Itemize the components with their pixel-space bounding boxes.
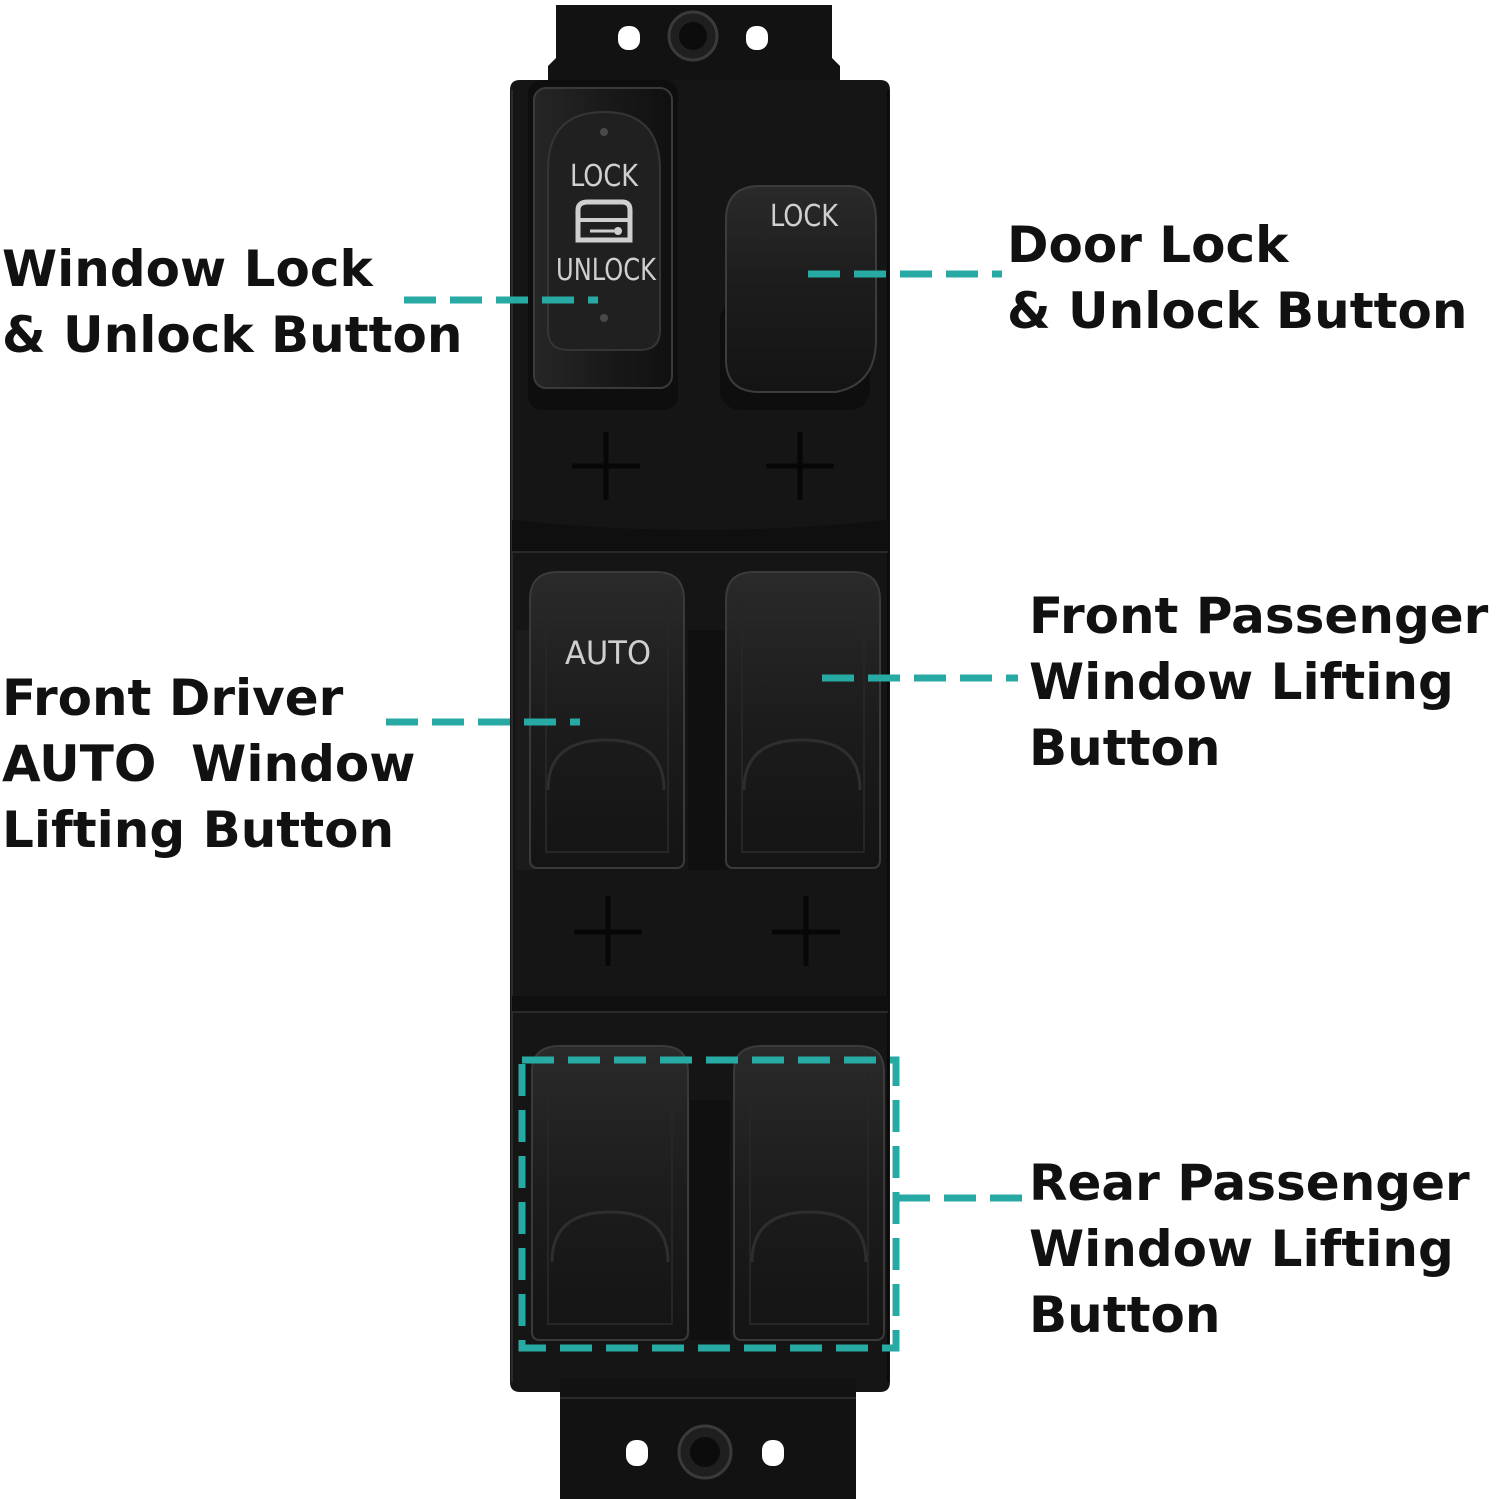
driver-auto-label: AUTO xyxy=(565,634,651,672)
callout-leaders xyxy=(386,270,1032,1352)
callout-door-lock: Door Lock & Unlock Button xyxy=(1007,212,1467,344)
callout-front-driver-line3: Lifting Button xyxy=(2,801,395,859)
car-door-key-icon xyxy=(575,199,633,243)
mount-hole-left xyxy=(618,26,640,50)
top-mounting-tab xyxy=(548,5,840,82)
callout-rear-passenger-line1: Rear Passenger xyxy=(1029,1154,1470,1212)
callout-front-passenger-line3: Button xyxy=(1029,719,1221,777)
front-driver-auto-switch[interactable]: AUTO xyxy=(529,571,685,869)
callout-front-driver: Front Driver AUTO Window Lifting Button xyxy=(2,665,415,863)
window-lock-switch[interactable]: LOCK UNLOCK xyxy=(528,80,678,410)
bottom-mounting-tab xyxy=(560,1378,856,1499)
front-passenger-switch[interactable] xyxy=(725,571,881,869)
plus-sign-icon xyxy=(766,432,834,500)
callout-door-lock-line2: & Unlock Button xyxy=(1007,282,1468,340)
plus-sign-icon xyxy=(572,432,640,500)
callout-window-lock-line1: Window Lock xyxy=(2,240,373,298)
callout-front-driver-line2: AUTO Window xyxy=(2,735,416,793)
plus-sign-icon xyxy=(772,896,840,966)
callout-door-lock-line1: Door Lock xyxy=(1007,216,1289,274)
callout-window-lock-line2: & Unlock Button xyxy=(2,306,463,364)
rear-left-passenger-switch[interactable] xyxy=(531,1045,689,1341)
mount-hole-right xyxy=(746,26,768,50)
rear-switches-highlight-box xyxy=(518,1056,900,1352)
callout-window-lock: Window Lock & Unlock Button xyxy=(2,236,462,368)
window-lock-lock-label: LOCK xyxy=(570,159,639,194)
callout-rear-passenger-line2: Window Lifting xyxy=(1029,1220,1454,1278)
callout-front-passenger: Front Passenger Window Lifting Button xyxy=(1029,583,1488,781)
window-lock-unlock-label: UNLOCK xyxy=(556,253,657,288)
callout-rear-passenger: Rear Passenger Window Lifting Button xyxy=(1029,1150,1470,1348)
mount-hole-right xyxy=(762,1440,784,1466)
door-lock-switch[interactable]: LOCK xyxy=(720,185,877,410)
callout-front-passenger-line1: Front Passenger xyxy=(1029,587,1489,645)
callout-rear-passenger-line3: Button xyxy=(1029,1286,1221,1344)
door-lock-label: LOCK xyxy=(770,199,839,234)
callout-front-driver-line1: Front Driver xyxy=(2,669,344,727)
mount-hole-left xyxy=(626,1440,648,1466)
plus-sign-icon xyxy=(574,896,642,966)
rear-right-passenger-switch[interactable] xyxy=(733,1045,885,1341)
callout-front-passenger-line2: Window Lifting xyxy=(1029,653,1454,711)
